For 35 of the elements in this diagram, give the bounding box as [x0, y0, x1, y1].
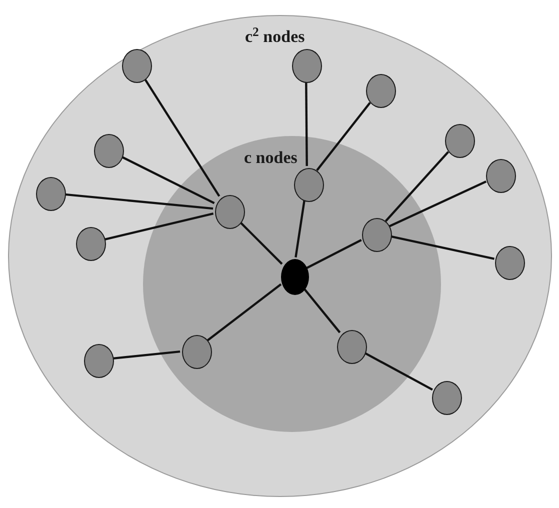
network-node [495, 246, 525, 280]
network-node [84, 344, 114, 378]
network-node [182, 335, 212, 369]
connector-line [306, 239, 362, 270]
connector-line [390, 235, 494, 260]
network-node [486, 159, 516, 193]
connector-line [316, 102, 371, 171]
connector-line [302, 286, 341, 334]
connector-line [388, 180, 487, 228]
network-node [445, 124, 475, 158]
network-node [294, 168, 324, 202]
connector-line [305, 82, 308, 166]
connector-line [363, 351, 433, 391]
connector-line [294, 200, 306, 258]
network-node [94, 134, 124, 168]
connector-line [64, 193, 214, 210]
region-label: c nodes [244, 147, 298, 169]
connector-line [238, 220, 283, 265]
network-node [292, 49, 322, 83]
network-node [36, 177, 66, 211]
network-node [337, 330, 367, 364]
network-node [215, 195, 245, 229]
network-node [362, 218, 392, 252]
connector-line [121, 156, 215, 204]
hub-node [281, 259, 309, 295]
network-node [122, 49, 152, 83]
connector-line [144, 78, 220, 197]
connector-line [104, 212, 214, 241]
connector-line [384, 151, 450, 222]
network-node [432, 381, 462, 415]
connector-line [112, 350, 180, 360]
region-label: c$^{2}$ nodes [245, 24, 305, 48]
network-node [76, 227, 106, 261]
network-node [366, 74, 396, 108]
connector-line [206, 283, 282, 342]
